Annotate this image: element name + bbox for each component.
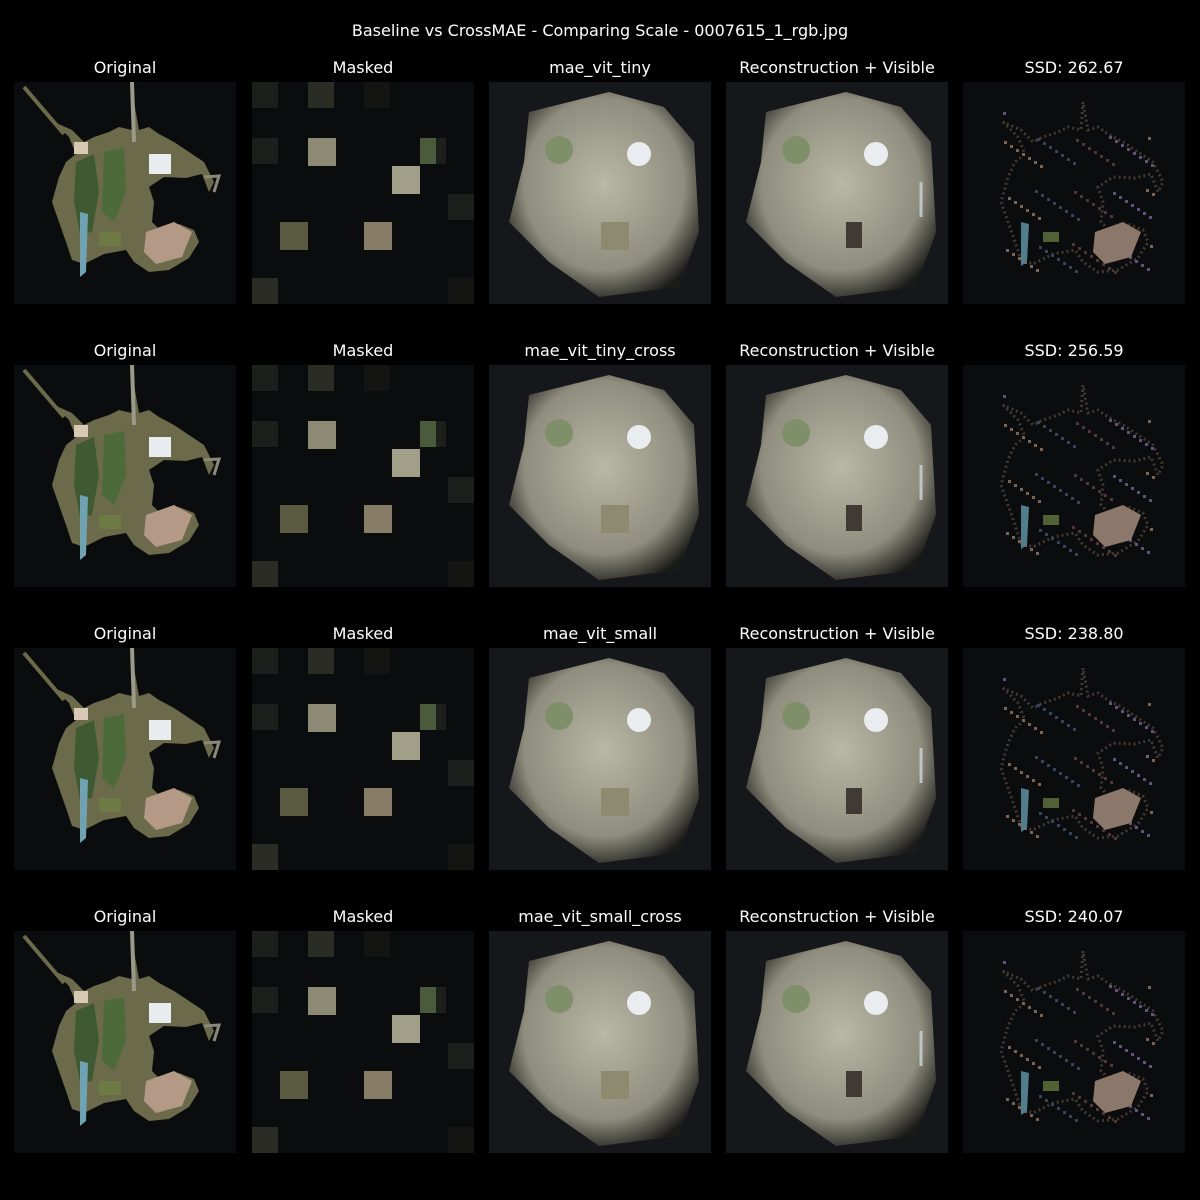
- panel-title: Reconstruction + Visible: [739, 624, 935, 643]
- panel-title: Masked: [332, 624, 394, 643]
- reconstruction-visible-image: [726, 365, 948, 587]
- reconstruction-visible-image: [726, 82, 948, 304]
- panel-title: mae_vit_small_cross: [518, 907, 682, 926]
- reconstruction-image: [489, 365, 711, 587]
- panel-title: SSD: 238.80: [1024, 624, 1124, 643]
- ssd-image: [963, 365, 1185, 587]
- reconstruction-visible-image: [726, 931, 948, 1153]
- ssd-image: [963, 82, 1185, 304]
- panel-title: SSD: 240.07: [1024, 907, 1124, 926]
- ssd-image: [963, 931, 1185, 1153]
- masked-image: [252, 365, 474, 587]
- reconstruction-image: [489, 648, 711, 870]
- reconstruction-image: [489, 931, 711, 1153]
- panel-title: Reconstruction + Visible: [739, 58, 935, 77]
- panel-title: Masked: [332, 58, 394, 77]
- panel-title: mae_vit_small: [542, 624, 658, 643]
- panel-title: SSD: 256.59: [1024, 341, 1124, 360]
- panel-title: Masked: [332, 907, 394, 926]
- panel-title: mae_vit_tiny_cross: [524, 341, 676, 360]
- panel-title: mae_vit_tiny: [549, 58, 651, 77]
- comparison-row: Original Masked mae_vit_small_cross Reconst…: [0, 907, 1200, 1153]
- panel-title: Original: [93, 58, 157, 77]
- original-image: [14, 931, 236, 1153]
- masked-image: [252, 82, 474, 304]
- comparison-row: Original Masked mae_vit_tiny Reconstruction…: [0, 58, 1200, 304]
- panel-title: Reconstruction + Visible: [739, 341, 935, 360]
- panel-title: Original: [93, 907, 157, 926]
- masked-image: [252, 648, 474, 870]
- comparison-row: Original Masked mae_vit_small Reconstructio…: [0, 624, 1200, 870]
- ssd-image: [963, 648, 1185, 870]
- original-image: [14, 82, 236, 304]
- panel-title: Reconstruction + Visible: [739, 907, 935, 926]
- original-image: [14, 648, 236, 870]
- reconstruction-visible-image: [726, 648, 948, 870]
- masked-image: [252, 931, 474, 1153]
- panel-title: Original: [93, 341, 157, 360]
- panel-title: Masked: [332, 341, 394, 360]
- reconstruction-image: [489, 82, 711, 304]
- figure-title: Baseline vs CrossMAE - Comparing Scale -…: [351, 21, 849, 40]
- comparison-row: Original Masked mae_vit_tiny_cross Reconstr…: [0, 341, 1200, 587]
- panel-title: Original: [93, 624, 157, 643]
- panel-title: SSD: 262.67: [1024, 58, 1124, 77]
- original-image: [14, 365, 236, 587]
